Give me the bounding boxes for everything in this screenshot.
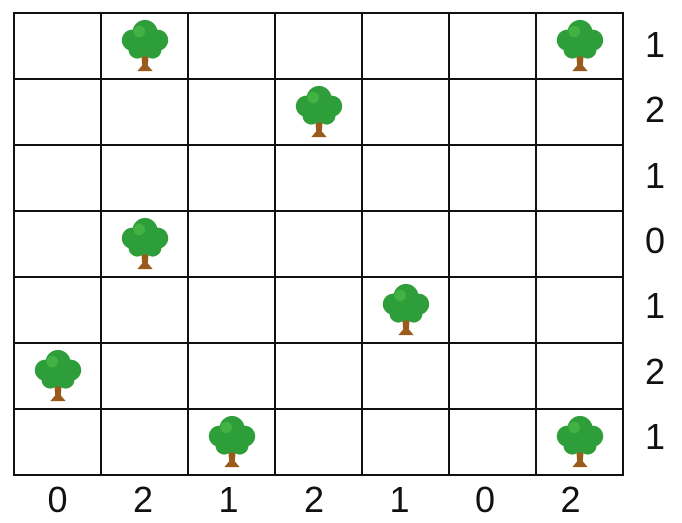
- grid-cell[interactable]: [449, 409, 536, 475]
- grid-cell[interactable]: [536, 343, 623, 409]
- grid-cell[interactable]: [449, 13, 536, 79]
- column-clue: 2: [101, 478, 186, 522]
- column-clue: 1: [357, 478, 442, 522]
- grid-cell[interactable]: [275, 211, 362, 277]
- grid-cell[interactable]: [101, 277, 188, 343]
- grid-cell[interactable]: [275, 343, 362, 409]
- tree-icon: [551, 16, 609, 76]
- grid-row: [14, 145, 623, 211]
- grid-cell[interactable]: [14, 145, 101, 211]
- grid-cell[interactable]: [449, 277, 536, 343]
- grid-cell[interactable]: [449, 211, 536, 277]
- grid-cell[interactable]: [449, 79, 536, 145]
- tree-icon: [203, 412, 261, 472]
- tree-icon: [290, 82, 348, 142]
- grid-cell[interactable]: [536, 79, 623, 145]
- grid-row: [14, 277, 623, 343]
- grid-cell[interactable]: [101, 145, 188, 211]
- tree-icon: [551, 412, 609, 472]
- column-clue: 0: [15, 478, 100, 522]
- tree-icon: [29, 346, 87, 406]
- grid-cell[interactable]: [101, 79, 188, 145]
- grid-cell[interactable]: [14, 79, 101, 145]
- grid-cell[interactable]: [362, 79, 449, 145]
- grid-cell[interactable]: [14, 13, 101, 79]
- grid-cell[interactable]: [536, 211, 623, 277]
- row-clue: 1: [630, 404, 680, 470]
- grid-cell[interactable]: [14, 277, 101, 343]
- tree-icon: [377, 280, 435, 340]
- grid-cell[interactable]: [275, 79, 362, 145]
- grid-cell[interactable]: [449, 145, 536, 211]
- grid-cell[interactable]: [188, 79, 275, 145]
- row-clue: 1: [630, 12, 680, 78]
- column-clue: 1: [186, 478, 271, 522]
- grid-cell[interactable]: [536, 277, 623, 343]
- grid-row: [14, 79, 623, 145]
- grid-cell[interactable]: [275, 277, 362, 343]
- column-clue: 0: [443, 478, 528, 522]
- grid-cell[interactable]: [188, 409, 275, 475]
- grid-cell[interactable]: [362, 409, 449, 475]
- tree-icon: [116, 16, 174, 76]
- grid-row: [14, 409, 623, 475]
- row-clue: 2: [630, 77, 680, 143]
- grid-row: [14, 343, 623, 409]
- grid-cell[interactable]: [362, 211, 449, 277]
- grid-cell[interactable]: [362, 13, 449, 79]
- grid-cell[interactable]: [188, 13, 275, 79]
- grid-cell[interactable]: [101, 343, 188, 409]
- grid-row: [14, 211, 623, 277]
- grid-cell[interactable]: [275, 409, 362, 475]
- grid-cell[interactable]: [14, 211, 101, 277]
- grid-cell[interactable]: [101, 409, 188, 475]
- grid-cell[interactable]: [14, 343, 101, 409]
- grid-cell[interactable]: [275, 13, 362, 79]
- grid-cell[interactable]: [101, 13, 188, 79]
- tree-icon: [116, 214, 174, 274]
- grid-row: [14, 13, 623, 79]
- column-clue: 2: [272, 478, 357, 522]
- row-clue: 0: [630, 208, 680, 274]
- row-clue: 1: [630, 273, 680, 339]
- puzzle-grid: [13, 12, 624, 476]
- row-clue: 1: [630, 143, 680, 209]
- grid-cell[interactable]: [362, 145, 449, 211]
- grid-cell[interactable]: [362, 277, 449, 343]
- grid-cell[interactable]: [362, 343, 449, 409]
- grid-cell[interactable]: [188, 211, 275, 277]
- grid-cell[interactable]: [188, 343, 275, 409]
- grid-cell[interactable]: [449, 343, 536, 409]
- grid-cell[interactable]: [14, 409, 101, 475]
- grid-cell[interactable]: [536, 145, 623, 211]
- grid-cell[interactable]: [101, 211, 188, 277]
- grid-cell[interactable]: [536, 13, 623, 79]
- grid-cell[interactable]: [275, 145, 362, 211]
- row-clue: 2: [630, 339, 680, 405]
- grid-cell[interactable]: [188, 277, 275, 343]
- grid-cell[interactable]: [188, 145, 275, 211]
- column-clue: 2: [528, 478, 613, 522]
- grid-cell[interactable]: [536, 409, 623, 475]
